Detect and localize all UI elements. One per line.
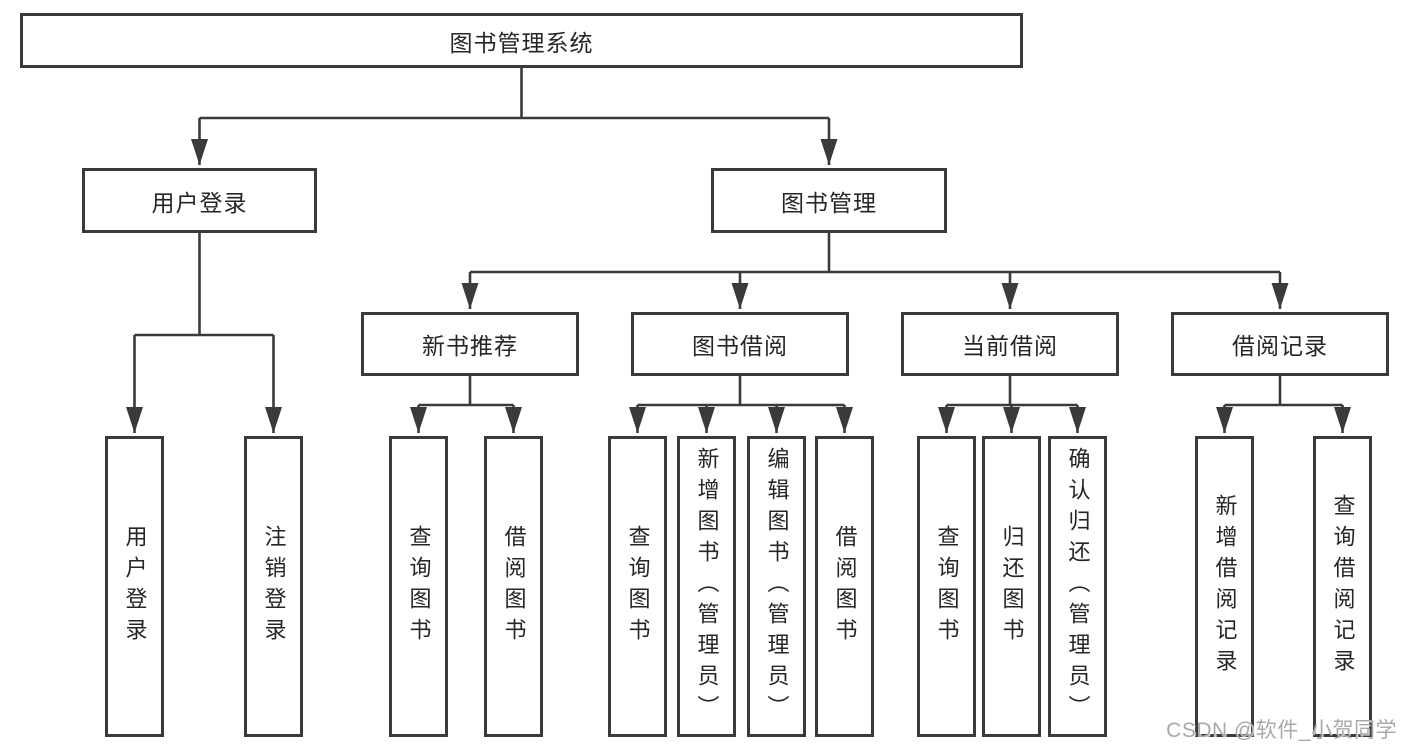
node-current-borrow-label: 当前借阅	[962, 333, 1058, 359]
node-user-login: 用户登录	[82, 168, 317, 233]
leaf-borrow-edit-admin-label: 编辑图书（管理员）	[764, 447, 790, 726]
leaf-borrow-borrow: 借阅图书	[815, 436, 874, 737]
node-borrow-record: 借阅记录	[1171, 312, 1389, 376]
leaf-borrow-query: 查询图书	[608, 436, 667, 737]
leaf-borrow-borrow-label: 借阅图书	[832, 524, 858, 649]
leaf-newbook-query: 查询图书	[389, 436, 448, 737]
leaf-current-query-label: 查询图书	[934, 524, 960, 649]
leaf-newbook-borrow-label: 借阅图书	[501, 524, 527, 649]
leaf-borrow-query-label: 查询图书	[625, 524, 651, 649]
leaf-record-add-label: 新增借阅记录	[1212, 493, 1238, 680]
node-current-borrow: 当前借阅	[901, 312, 1119, 376]
leaf-logout-label: 注销登录	[261, 524, 287, 649]
leaf-borrow-edit-admin: 编辑图书（管理员）	[747, 436, 806, 737]
leaf-logout: 注销登录	[244, 436, 303, 737]
leaf-borrow-add-admin-label: 新增图书（管理员）	[694, 447, 720, 726]
leaf-record-add: 新增借阅记录	[1195, 436, 1254, 737]
node-book-borrow-label: 图书借阅	[692, 333, 788, 359]
leaf-record-query-label: 查询借阅记录	[1330, 493, 1356, 680]
node-new-book-recommend: 新书推荐	[361, 312, 579, 376]
watermark-text: CSDN @软件_小贺同学	[1166, 719, 1397, 742]
leaf-newbook-borrow: 借阅图书	[484, 436, 543, 737]
leaf-user-login: 用户登录	[105, 436, 164, 737]
leaf-current-return: 归还图书	[982, 436, 1041, 737]
leaf-user-login-label: 用户登录	[122, 524, 148, 649]
node-book-borrow: 图书借阅	[631, 312, 849, 376]
node-book-management: 图书管理	[711, 168, 947, 233]
node-new-book-recommend-label: 新书推荐	[422, 333, 518, 359]
leaf-newbook-query-label: 查询图书	[406, 524, 432, 649]
leaf-record-query: 查询借阅记录	[1313, 436, 1372, 737]
leaf-borrow-add-admin: 新增图书（管理员）	[677, 436, 736, 737]
node-root-label: 图书管理系统	[449, 29, 594, 56]
leaf-current-return-label: 归还图书	[999, 524, 1025, 649]
node-book-management-label: 图书管理	[781, 189, 877, 216]
leaf-current-confirm-admin-label: 确认归还（管理员）	[1065, 447, 1091, 726]
node-borrow-record-label: 借阅记录	[1232, 333, 1328, 359]
node-user-login-label: 用户登录	[151, 189, 248, 216]
node-root: 图书管理系统	[20, 13, 1023, 68]
leaf-current-confirm-admin: 确认归还（管理员）	[1048, 436, 1107, 737]
leaf-current-query: 查询图书	[917, 436, 976, 737]
